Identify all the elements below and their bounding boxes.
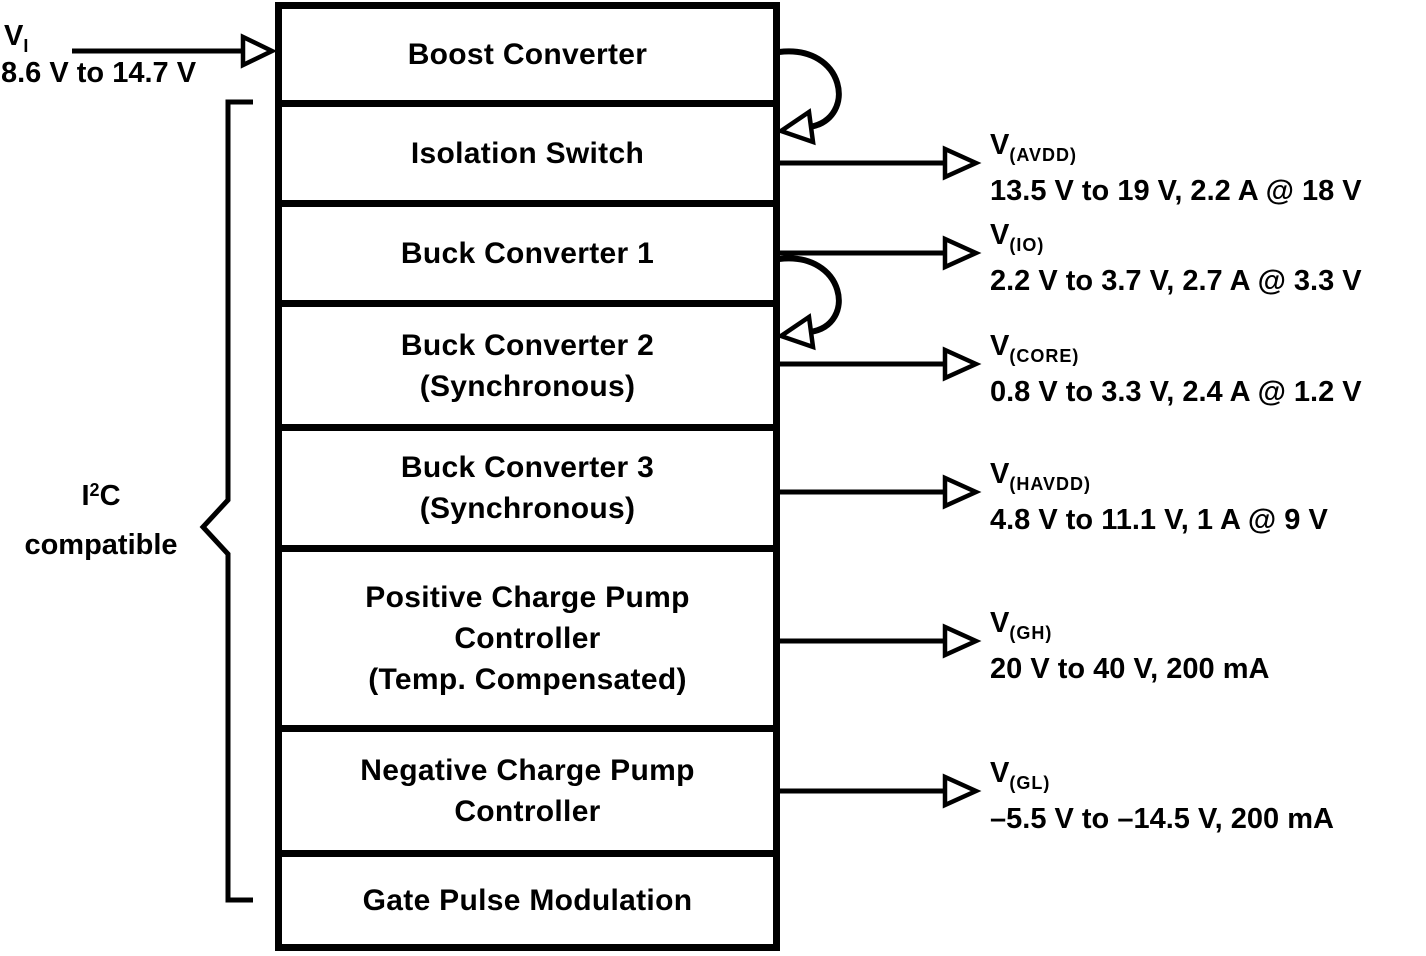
i2c-brace — [199, 99, 253, 903]
output-value: –5.5 V to –14.5 V, 200 mA — [990, 803, 1334, 835]
block-buck-converter-2: Buck Converter 2 (Synchronous) — [282, 307, 773, 431]
output-label-io: V(IO) 2.2 V to 3.7 V, 2.7 A @ 3.3 V — [990, 215, 1362, 298]
block-positive-charge-pump: Positive Charge Pump Controller (Temp. C… — [282, 552, 773, 732]
output-arrow-gl — [776, 773, 982, 809]
input-voltage-range: 8.6 V to 14.7 V — [1, 57, 197, 89]
power-block-column: Boost Converter Isolation Switch Buck Co… — [275, 2, 780, 951]
block-boost-converter: Boost Converter — [282, 9, 773, 107]
output-arrow-avdd — [776, 145, 982, 181]
input-voltage-label: VI — [4, 18, 29, 64]
block-buck-converter-1: Buck Converter 1 — [282, 207, 773, 307]
i2c-line2: compatible — [24, 529, 178, 561]
block-gate-pulse-modulation: Gate Pulse Modulation — [362, 884, 693, 917]
output-value: 4.8 V to 11.1 V, 1 A @ 9 V — [990, 504, 1328, 536]
output-name: V(CORE) — [990, 330, 1080, 366]
output-value: 20 V to 40 V, 200 mA — [990, 653, 1270, 685]
output-label-gh: V(GH) 20 V to 40 V, 200 mA — [990, 603, 1269, 686]
loopback-arrow-boost-to-isolation — [776, 48, 842, 146]
output-value: 13.5 V to 19 V, 2.2 A @ 18 V — [990, 175, 1362, 207]
output-name: V(IO) — [990, 219, 1045, 255]
i2c-compatible-label: I2C compatible — [8, 466, 194, 570]
block-isolation-switch: Isolation Switch — [282, 107, 773, 207]
output-name: V(HAVDD) — [990, 458, 1091, 494]
output-value: 2.2 V to 3.7 V, 2.7 A @ 3.3 V — [990, 265, 1362, 297]
output-arrow-gh — [776, 623, 982, 659]
output-name: V(AVDD) — [990, 129, 1077, 165]
output-label-gl: V(GL) –5.5 V to –14.5 V, 200 mA — [990, 753, 1334, 836]
output-arrow-havdd — [776, 474, 982, 510]
output-label-avdd: V(AVDD) 13.5 V to 19 V, 2.2 A @ 18 V — [990, 125, 1362, 208]
input-voltage-subscript: I — [23, 36, 30, 56]
i2c-line1: I2C — [81, 480, 121, 512]
output-arrow-io — [776, 235, 982, 271]
output-name: V(GH) — [990, 607, 1053, 643]
output-name: V(GL) — [990, 757, 1051, 793]
output-label-core: V(CORE) 0.8 V to 3.3 V, 2.4 A @ 1.2 V — [990, 326, 1362, 409]
output-label-havdd: V(HAVDD) 4.8 V to 11.1 V, 1 A @ 9 V — [990, 454, 1328, 537]
input-voltage-symbol: V — [4, 20, 24, 52]
block-negative-charge-pump: Negative Charge Pump Controller — [282, 732, 773, 857]
output-value: 0.8 V to 3.3 V, 2.4 A @ 1.2 V — [990, 376, 1362, 408]
output-arrow-core — [776, 346, 982, 382]
loopback-arrow-buck1-to-buck2 — [776, 255, 842, 351]
block-buck-converter-3: Buck Converter 3 (Synchronous) — [282, 431, 773, 552]
